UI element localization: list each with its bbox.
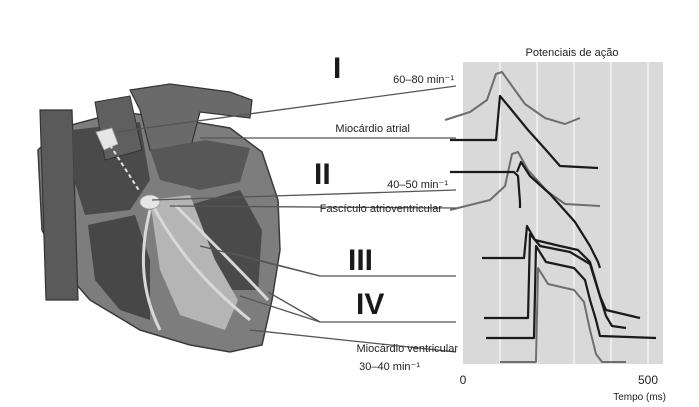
trace-sa-node [444,71,581,125]
label-av-bundle: Fascículo atrioventricular [320,203,443,215]
septum [150,195,238,330]
axis-label: Tempo (ms) [613,392,666,403]
heart-illustration [37,83,281,353]
rate-II: 40–50 min⁻¹ [387,179,448,191]
trace-bundle [450,160,602,269]
leader-lines [115,85,457,353]
rate-IV: 30–40 min⁻¹ [359,361,420,373]
vena-cava [39,109,79,301]
internodal-path [109,144,141,193]
numeral-IV: IV [356,288,384,321]
numeral-III: III [348,244,373,277]
left-atrium [150,140,250,190]
trace-atrial [450,94,599,170]
panel-title: Potenciais de ação [526,47,619,59]
sa-node [95,127,119,151]
numeral-I: I [333,52,341,85]
great-vessels [129,83,253,151]
trace-ventricular-3 [500,267,626,363]
label-atrial-myocardium: Miocárdio atrial [335,123,410,135]
left-ventricle [190,190,262,290]
right-ventricle [88,215,150,320]
numeral-II: II [314,158,331,191]
trace-av-node [449,151,601,211]
label-ventricular-myocardium: Miocárdio ventricular [357,343,459,355]
trace-ventricular-1 [484,232,627,330]
axis-tick-500: 500 [638,373,658,387]
rate-I: 60–80 min⁻¹ [393,74,454,86]
purkinje-fibres [141,199,270,331]
action-potential-traces [444,71,657,363]
av-node [139,194,161,210]
trace-ventricular-2 [486,244,657,340]
labels: I 60–80 min⁻¹ Miocárdio atrial II 40–50 … [314,52,666,403]
axis-tick-0: 0 [460,373,467,387]
action-potential-panel [463,62,663,364]
